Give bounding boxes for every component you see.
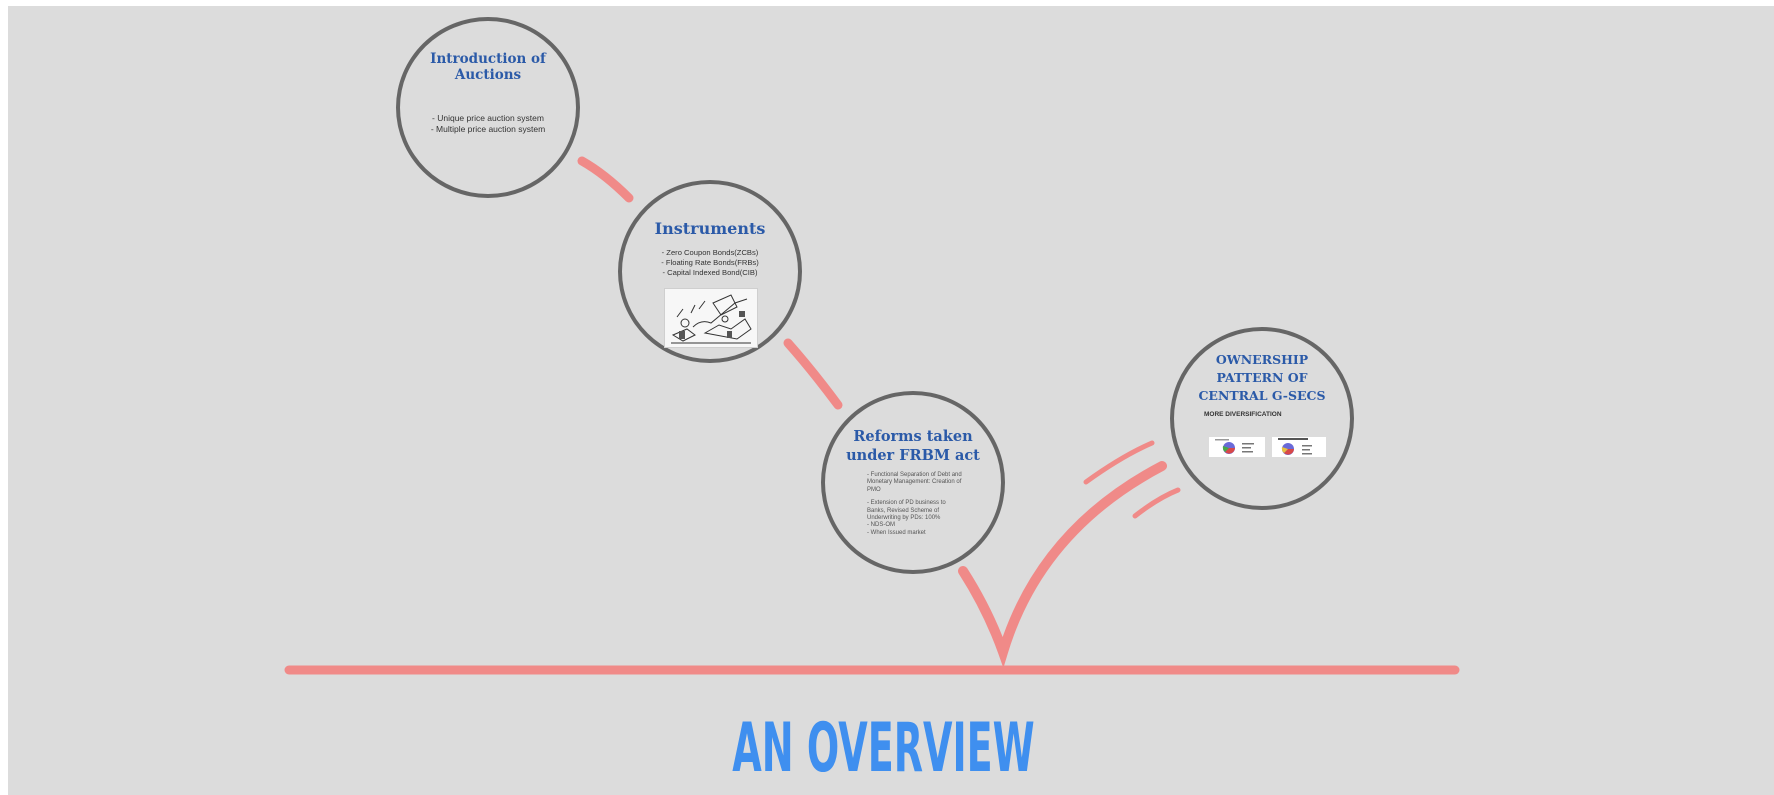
motion-line bbox=[1132, 487, 1181, 519]
cartoon-illustration bbox=[664, 288, 758, 348]
list-item: - NDS-OM bbox=[867, 522, 895, 529]
list-item: - Functional Separation of Debt and Mone… bbox=[867, 472, 962, 493]
list-item: - Extension of PD business to Banks, Rev… bbox=[867, 500, 946, 522]
bullet-list: - Zero Coupon Bonds(ZCBs) - Floating Rat… bbox=[622, 248, 798, 278]
path-segment bbox=[783, 338, 843, 410]
bullet-list: - Unique price auction system - Multiple… bbox=[400, 113, 576, 134]
frame-ownership[interactable]: OWNERSHIP PATTERN OF CENTRAL G-SECS MORE… bbox=[1170, 327, 1354, 510]
frame-title: Introduction of Auctions bbox=[430, 51, 546, 83]
pie-chart-thumbnail bbox=[1272, 437, 1326, 457]
frame-title: Reforms taken under FRBM act bbox=[846, 428, 980, 464]
checkmark bbox=[958, 461, 1167, 668]
frame-auctions[interactable]: Introduction of Auctions - Unique price … bbox=[396, 17, 580, 198]
frame-instruments[interactable]: Instruments - Zero Coupon Bonds(ZCBs) - … bbox=[618, 180, 802, 363]
list-item: - Multiple price auction system bbox=[430, 123, 546, 134]
list-item: - Zero Coupon Bonds(ZCBs) bbox=[661, 248, 759, 257]
motion-line bbox=[1083, 440, 1155, 485]
illustration-sketch bbox=[671, 294, 752, 344]
overview-title: AN OVERVIEW bbox=[732, 709, 1035, 788]
list-item: - Capital Indexed Bond(CIB) bbox=[662, 268, 758, 277]
frame-subtitle: MORE DIVERSIFICATION bbox=[1204, 411, 1282, 418]
path-segment bbox=[577, 156, 634, 203]
frame-title: Instruments bbox=[654, 219, 766, 238]
frame-reforms[interactable]: Reforms taken under FRBM act - Functiona… bbox=[821, 391, 1005, 574]
list-item: - Unique price auction system bbox=[432, 113, 544, 123]
list-item: - When Issued market bbox=[867, 529, 926, 536]
pie-chart-thumbnail bbox=[1209, 437, 1265, 457]
bullet-list: - Functional Separation of Debt and Mone… bbox=[867, 472, 965, 537]
frame-title: OWNERSHIP PATTERN OF CENTRAL G-SECS bbox=[1198, 352, 1326, 403]
list-item: - Floating Rate Bonds(FRBs) bbox=[661, 258, 759, 267]
